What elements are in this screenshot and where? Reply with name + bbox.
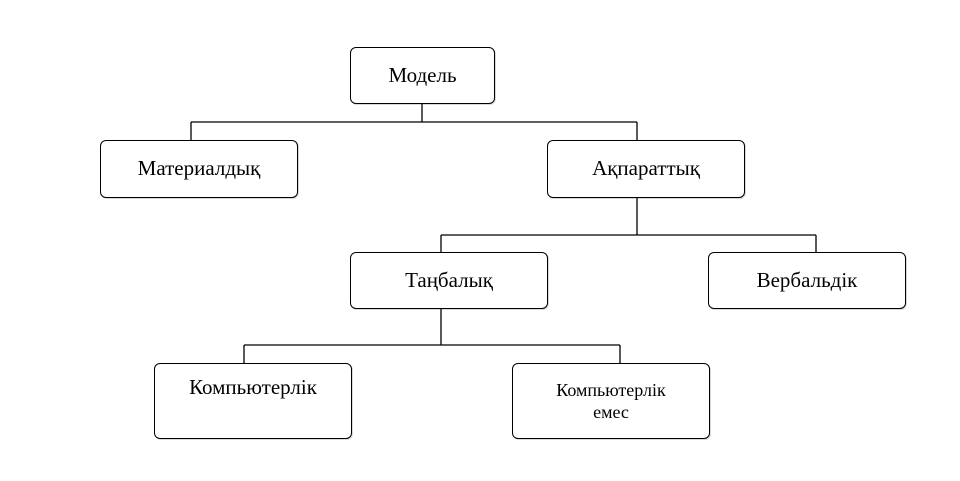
node-model: Модель [350,47,495,104]
node-non-computer: Компьютерлік емес [512,363,710,439]
node-sign: Таңбалық [350,252,548,309]
node-model-label: Модель [388,62,457,87]
node-verbal: Вербальдік [708,252,906,309]
node-non-computer-line2: емес [593,402,629,422]
node-non-computer-line1: Компьютерлік [556,379,666,400]
node-non-computer-label: Компьютерлік емес [556,379,666,424]
node-sign-label: Таңбалық [405,267,493,292]
node-info: Ақпараттық [547,140,745,198]
node-info-label: Ақпараттық [592,156,700,181]
node-verbal-label: Вербальдік [756,267,858,292]
node-material: Материалдық [100,140,298,198]
node-computer: Компьютерлік [154,363,352,439]
node-computer-label: Компьютерлік [189,375,317,400]
node-material-label: Материалдық [137,156,261,181]
